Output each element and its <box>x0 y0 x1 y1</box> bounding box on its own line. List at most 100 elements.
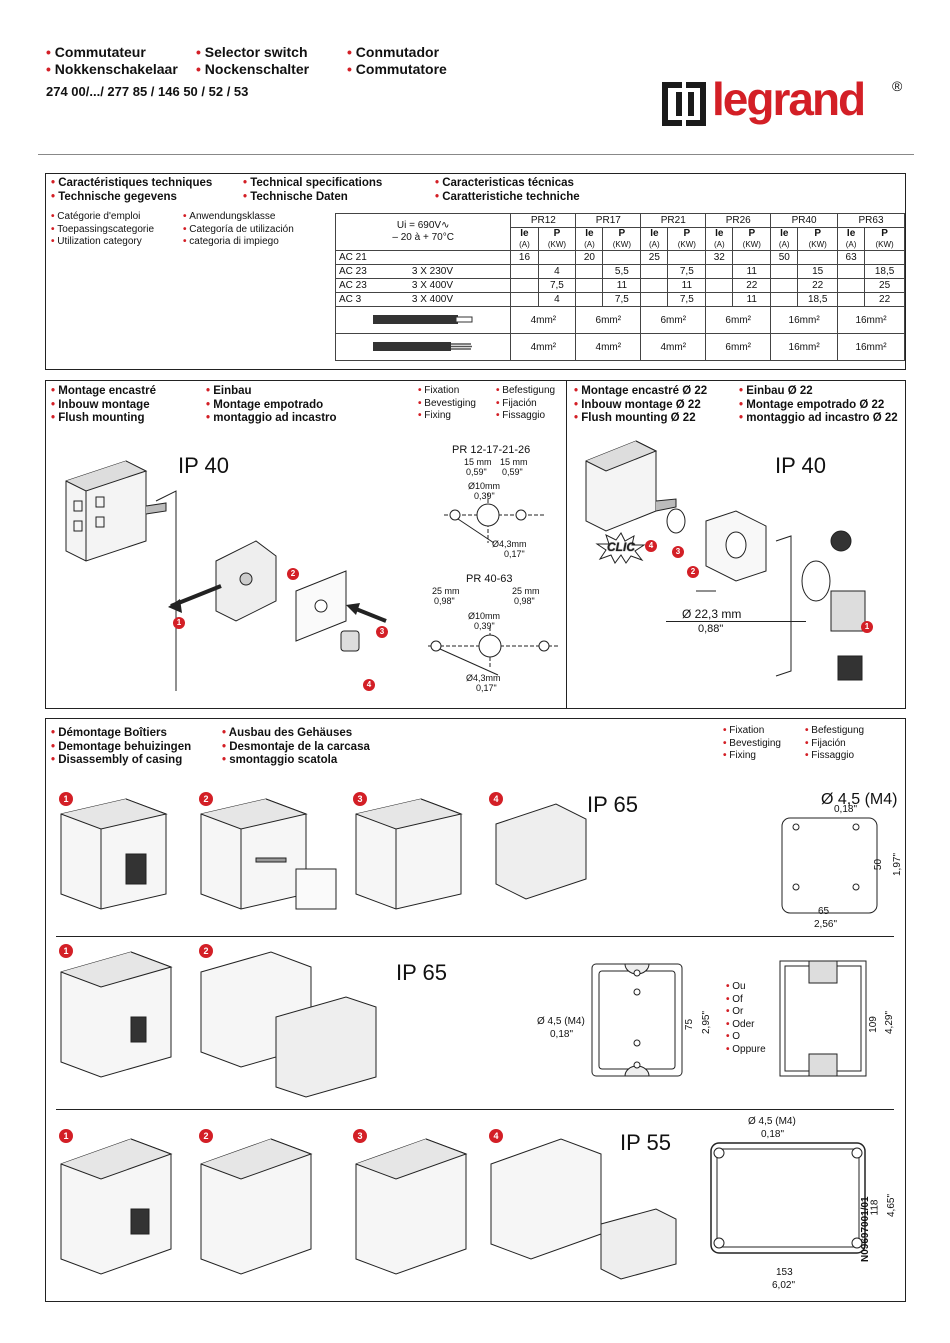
value-cell: 11 <box>602 278 642 293</box>
ip65-template-2 <box>591 963 683 1077</box>
value-cell: 15 <box>797 264 839 279</box>
category-labels-2: Anwendungsklasse Categoría de utilizació… <box>183 211 294 249</box>
value-cell <box>864 250 905 265</box>
pr-a-title: PR 12-17-21-26 <box>452 444 531 456</box>
value-cell: 7,5 <box>537 278 577 293</box>
value-cell <box>705 292 734 307</box>
value-cell <box>510 264 539 279</box>
mounting-panel: Montage encastré Inbouw montage Flush mo… <box>45 380 906 709</box>
cable-section-cell: 4mm² <box>510 306 577 334</box>
value-cell: 7,5 <box>602 292 642 307</box>
header-divider <box>38 154 914 155</box>
mounting-divider <box>566 381 567 708</box>
casing-title-2: Ausbau des Gehäuses Desmontaje de la car… <box>222 727 370 768</box>
value-cell: 63 <box>837 250 866 265</box>
rigid-cable-icon <box>372 314 473 324</box>
unit-p-cell: P(KW) <box>732 227 772 251</box>
casing-title-1: Démontage Boîtiers Demontage behuizingen… <box>51 727 191 768</box>
value-cell: 11 <box>667 278 707 293</box>
value-cell <box>770 264 799 279</box>
value-cell <box>575 264 604 279</box>
reference-numbers: 274 00/.../ 277 85 / 146 50 / 52 / 53 <box>46 84 249 99</box>
title-col-fr-nl: Commutateur Nokkenschakelaar <box>46 44 178 78</box>
specs-title-es-it: Caracteristicas técnicas Caratteristiche… <box>435 177 579 204</box>
fixing-labels-2: Befestigung Fijación Fissaggio <box>496 385 555 423</box>
value-cell: 22 <box>864 292 905 307</box>
value-cell: 16 <box>510 250 539 265</box>
value-cell <box>770 278 799 293</box>
ip65-disassembly-row1 <box>60 798 587 910</box>
clic-starburst: CLIC <box>595 532 646 564</box>
value-cell: 22 <box>732 278 772 293</box>
value-cell <box>837 292 866 307</box>
unit-ie-cell: Ie(A) <box>705 227 734 251</box>
unit-p-cell: P(KW) <box>667 227 707 251</box>
starburst-icon <box>595 532 646 564</box>
flush-mount-title-1: Montage encastré Inbouw montage Flush mo… <box>51 385 156 426</box>
ip55-disassembly-row3 <box>60 1138 677 1280</box>
flexible-cable-icon <box>372 341 472 351</box>
cable-section-cell: 16mm² <box>770 306 839 334</box>
cable-section-cell: 6mm² <box>575 306 642 334</box>
cable-section-cell: 4mm² <box>575 333 642 361</box>
legrand-mark-icon <box>662 82 706 126</box>
casing-fixing-1: Fixation Bevestiging Fixing <box>723 725 781 763</box>
value-cell: 11 <box>732 292 772 307</box>
value-cell: 32 <box>705 250 734 265</box>
value-cell <box>732 250 772 265</box>
cable-section-cell: 6mm² <box>640 306 707 334</box>
specs-title-fr-nl: Caractéristiques techniques Technische g… <box>51 177 212 204</box>
spec-table: Ui = 690V∿ – 20 à + 70°C PR12 PR17 PR21 … <box>334 213 905 361</box>
m4-label: Ø 4,5 (M4) <box>821 791 898 808</box>
value-cell: 25 <box>640 250 669 265</box>
unit-ie-cell: Ie(A) <box>575 227 604 251</box>
category-cell: AC 23 <box>334 278 409 293</box>
voltage-cell <box>408 250 512 265</box>
unit-p-cell: P(KW) <box>864 227 905 251</box>
value-cell: 25 <box>864 278 905 293</box>
document-code: N09697001/01 <box>860 1196 871 1262</box>
cable-section-cell: 16mm² <box>837 333 905 361</box>
casing-row-divider-1 <box>56 936 894 937</box>
value-cell <box>640 264 669 279</box>
drill-template-small <box>444 493 544 544</box>
voltage-cell: Ui = 690V∿ – 20 à + 70°C <box>334 213 512 251</box>
unit-header-row: Ie(A)P(KW)Ie(A)P(KW)Ie(A)P(KW)Ie(A)P(KW)… <box>336 227 905 251</box>
title-col-es-it: Conmutador Commutatore <box>347 44 447 78</box>
cable-section-cell: 16mm² <box>770 333 839 361</box>
ip65-label-1: IP 65 <box>587 792 638 817</box>
unit-ie-cell: Ie(A) <box>837 227 866 251</box>
value-cell: 18,5 <box>797 292 839 307</box>
ip55-template <box>710 1142 866 1254</box>
value-cell: 4 <box>537 264 577 279</box>
cable-section-cell: 6mm² <box>705 333 772 361</box>
value-cell <box>602 250 642 265</box>
value-cell: 11 <box>732 264 772 279</box>
voltage-cell: 3 X 400V <box>408 292 512 307</box>
d22-mount-title-2: Einbau Ø 22 Montage empotrado Ø 22 monta… <box>739 385 897 426</box>
category-cell: AC 23 <box>334 264 409 279</box>
value-cell <box>837 264 866 279</box>
unit-ie-cell: Ie(A) <box>770 227 799 251</box>
or-list: Ou Of Or Oder O Oppure <box>726 981 765 1056</box>
value-cell: 5,5 <box>602 264 642 279</box>
voltage-cell: 3 X 230V <box>408 264 512 279</box>
unit-p-cell: P(KW) <box>602 227 642 251</box>
legrand-logo: legrand ® <box>660 73 910 130</box>
value-cell <box>575 292 604 307</box>
legrand-wordmark: legrand <box>712 73 866 125</box>
value-cell: 20 <box>575 250 604 265</box>
casing-fixing-2: Befestigung Fijación Fissaggio <box>805 725 864 763</box>
value-cell: 50 <box>770 250 799 265</box>
rigid-cable-row: 4mm² 6mm² 6mm² 6mm² 16mm² 16mm² <box>334 306 905 334</box>
cable-section-cell: 16mm² <box>837 306 905 334</box>
value-cell <box>705 264 734 279</box>
unit-ie-cell: Ie(A) <box>510 227 539 251</box>
casing-panel: Démontage Boîtiers Demontage behuizingen… <box>45 718 906 1302</box>
unit-ie-cell: Ie(A) <box>640 227 669 251</box>
ip65-back-template <box>781 817 878 914</box>
drill-template-large <box>428 627 558 676</box>
